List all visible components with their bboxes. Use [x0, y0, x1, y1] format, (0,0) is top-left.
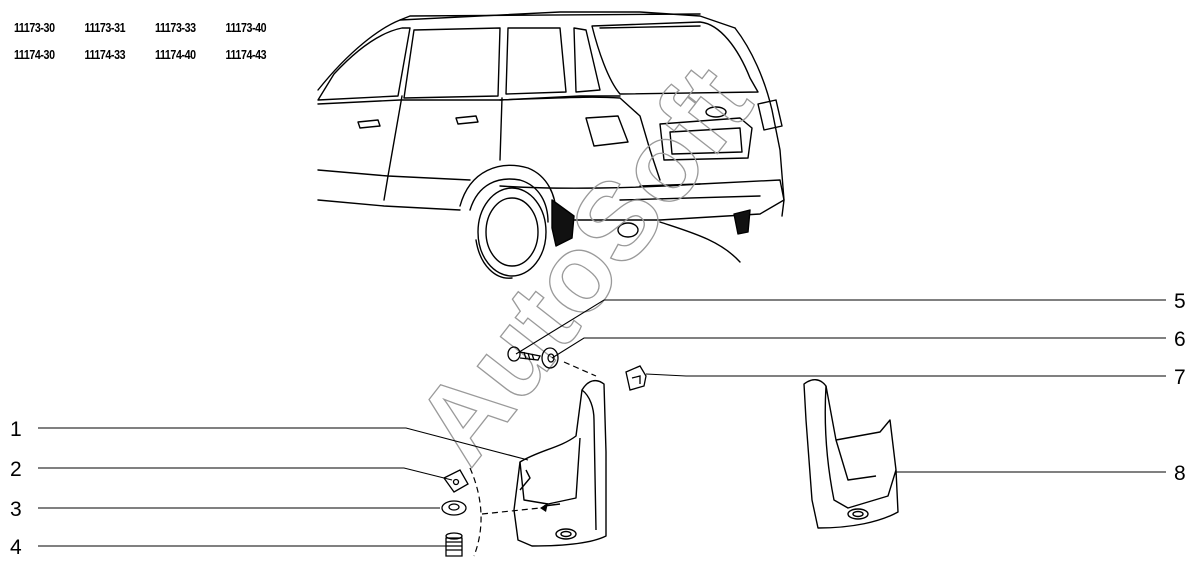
- callout-2: 2: [10, 458, 22, 481]
- callout-1: 1: [10, 418, 22, 441]
- model-code-list: 11173-30 11173-31 11173-33 11173-40 1117…: [14, 20, 296, 62]
- model-code: 11174-43: [225, 47, 267, 62]
- model-code: 11173-40: [225, 20, 267, 35]
- callout-3: 3: [10, 498, 22, 521]
- clip-nut-part: [625, 365, 647, 391]
- callout-7: 7: [1174, 366, 1186, 389]
- washer-small-part: [441, 500, 467, 516]
- callout-6: 6: [1174, 328, 1186, 351]
- clip-plate-part: [443, 469, 469, 493]
- assembly-lines: [469, 361, 597, 557]
- callout-leaders: [38, 299, 1166, 547]
- assembly-arrow: [540, 503, 548, 512]
- model-code: 11174-33: [84, 47, 126, 62]
- car-illustration: [317, 11, 785, 279]
- model-code: 11174-30: [14, 47, 55, 62]
- watermark-text: AutoSoft: [392, 43, 775, 485]
- screw-part: [507, 346, 541, 362]
- washer-part: [541, 347, 559, 369]
- callout-4: 4: [10, 536, 22, 559]
- model-code: 11173-33: [155, 20, 196, 35]
- callout-5: 5: [1174, 290, 1186, 313]
- bolt-part: [445, 532, 463, 557]
- model-code: 11173-31: [84, 20, 126, 35]
- callout-8: 8: [1174, 462, 1186, 485]
- model-code: 11173-30: [14, 20, 55, 35]
- watermark: AutoSoft: [391, 43, 775, 486]
- model-code: 11174-40: [155, 47, 196, 62]
- mud-flap-left: [513, 379, 607, 547]
- callout-numbers: 1 2 3 4 5 6 7 8: [10, 290, 1186, 559]
- mud-flap-right: [803, 379, 899, 529]
